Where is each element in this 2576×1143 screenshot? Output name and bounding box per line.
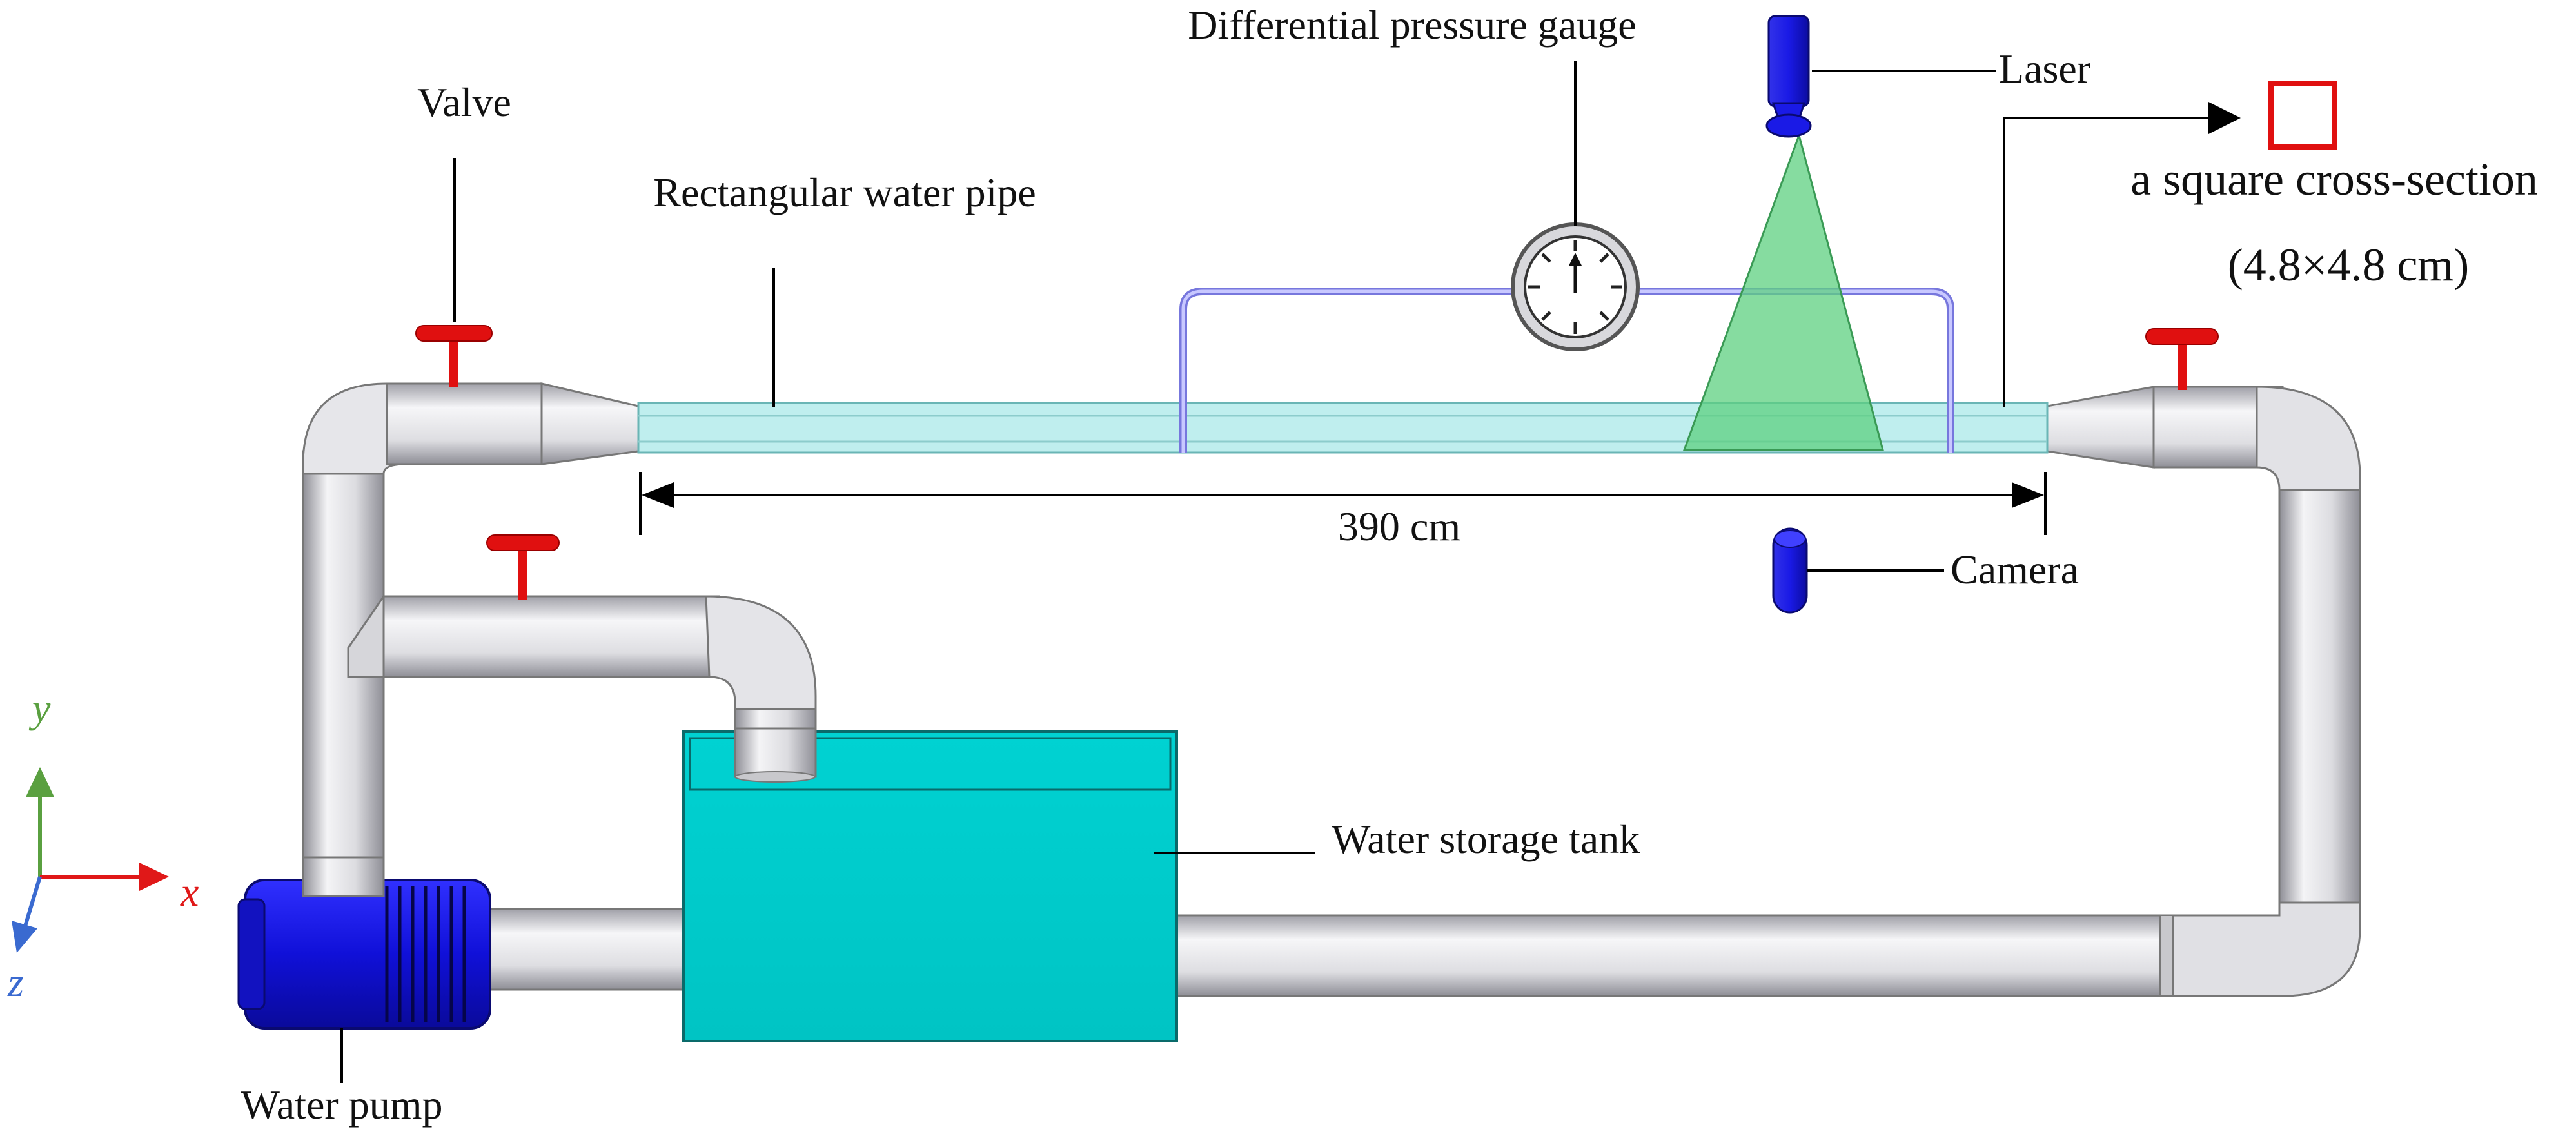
pressure-lines xyxy=(1179,288,1954,453)
bypass-elbow xyxy=(705,595,817,730)
label-cross-section-line1: a square cross-section xyxy=(2130,153,2538,205)
leader-lines xyxy=(340,61,1996,1083)
valve-bypass xyxy=(486,534,560,600)
valve-top-right xyxy=(2145,328,2219,390)
left-reducer xyxy=(540,382,640,465)
label-rectangular-water-pipe: Rectangular water pipe xyxy=(653,170,1036,215)
label-water-storage-tank: Water storage tank xyxy=(1332,816,1640,862)
label-cross-section-line2: (4.8×4.8 cm) xyxy=(2228,239,2470,291)
axis-label-y: y xyxy=(28,685,51,731)
laser-icon xyxy=(1765,15,1812,138)
pump-outlet-pipe xyxy=(476,908,691,991)
cross-section-indicator xyxy=(2003,81,2337,407)
label-water-pump: Water pump xyxy=(241,1082,443,1128)
length-dimension xyxy=(639,472,2047,535)
top-left-horizontal-pipe xyxy=(386,382,543,465)
label-differential-pressure-gauge: Differential pressure gauge xyxy=(1188,2,1636,48)
bottom-pipe-flange xyxy=(2159,915,2174,997)
bypass-branch-junction xyxy=(347,593,385,678)
right-reducer xyxy=(2046,386,2155,469)
coordinate-axes xyxy=(12,767,169,953)
laser-sheet xyxy=(1682,132,1884,451)
label-laser: Laser xyxy=(1999,46,2090,92)
differential-pressure-gauge xyxy=(1511,222,1640,351)
axis-label-z: z xyxy=(7,959,24,1005)
square-cross-section-icon xyxy=(2268,81,2337,150)
top-left-elbow xyxy=(302,382,408,475)
valve-top-left xyxy=(415,325,493,387)
bottom-return-pipe xyxy=(1172,914,2161,997)
water-pump xyxy=(237,856,491,1030)
bypass-branch-pipe xyxy=(382,595,720,678)
right-downcomer-pipe xyxy=(2278,489,2361,917)
water-storage-tank xyxy=(682,727,1178,1042)
label-camera: Camera xyxy=(1951,547,2079,592)
camera-icon xyxy=(1772,527,1808,614)
label-valve: Valve xyxy=(417,79,511,125)
top-right-elbow xyxy=(2256,386,2361,511)
bottom-right-elbow xyxy=(2159,901,2361,997)
label-length-dimension: 390 cm xyxy=(1338,503,1460,549)
labels: Differential pressure gauge Laser Valve … xyxy=(7,2,2538,1128)
axis-label-x: x xyxy=(180,869,199,915)
piping-system xyxy=(302,382,2361,997)
